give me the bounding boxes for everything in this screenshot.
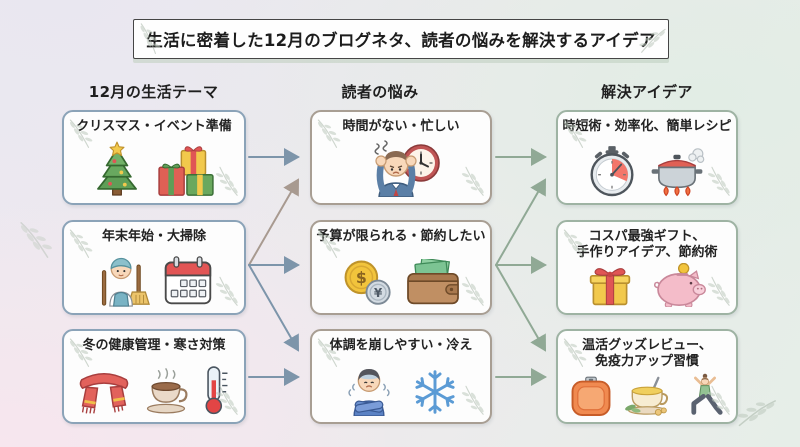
heating-pad-icon xyxy=(571,376,611,416)
box-label: 時間がない・忙しい xyxy=(342,119,460,134)
svg-text:$: $ xyxy=(356,268,367,287)
ginger-tea-icon xyxy=(625,376,669,416)
stress-lines-icon xyxy=(374,140,388,155)
box-label: コスパ最強ギフト、 手作りアイデア、節約術 xyxy=(576,229,718,261)
arrow-worry2-idea1 xyxy=(495,178,546,266)
idea-box-warming-goods: 温活グッズレビュー、 免疫力アップ習慣 xyxy=(556,329,738,424)
tea-cup-icon xyxy=(146,368,188,414)
arrow-worry2-idea3 xyxy=(495,264,546,352)
wallet-icon xyxy=(407,259,459,305)
gift-boxes-icon xyxy=(158,146,214,196)
arrow-theme2-worry1 xyxy=(248,178,299,266)
arrow-theme2-worry3 xyxy=(248,264,299,352)
stressed-person-icon xyxy=(375,151,417,197)
column-header-worries: 読者の悩み xyxy=(341,83,419,101)
stopwatch-icon xyxy=(590,146,634,197)
gift-icon xyxy=(589,268,631,306)
thermometer-icon xyxy=(205,366,228,415)
worry-box-poor-health-cold: 体調を崩しやすい・冷え xyxy=(310,329,492,424)
leaf-decoration-icon xyxy=(730,383,783,442)
yoga-person-icon xyxy=(691,373,723,415)
box-label: 体調を崩しやすい・冷え xyxy=(329,338,473,353)
box-label: 温活グッズレビュー、 免疫力アップ習慣 xyxy=(582,338,712,370)
shivering-person-icon xyxy=(348,369,390,416)
coins-icon: $ ¥ xyxy=(344,260,391,305)
worry-box-limited-budget: 予算が限られる・節約したい $ ¥ xyxy=(310,220,492,315)
snowflake-icon xyxy=(415,370,455,414)
theme-box-yearend-cleaning: 年末年始・大掃除 xyxy=(62,220,246,315)
theme-box-christmas-event-prep: クリスマス・イベント準備 xyxy=(62,110,246,205)
scarf-icon xyxy=(79,373,129,414)
piggy-bank-icon xyxy=(654,263,706,307)
box-label: 時短術・効率化、簡単レシピ xyxy=(562,119,732,134)
box-label: 冬の健康管理・寒さ対策 xyxy=(82,338,226,353)
svg-text:¥: ¥ xyxy=(374,286,383,300)
cooking-pot-icon xyxy=(651,148,705,197)
worry-box-no-time: 時間がない・忙しい xyxy=(310,110,492,205)
column-header-themes: 12月の生活テーマ xyxy=(88,83,219,101)
box-label: 予算が限られる・節約したい xyxy=(316,229,486,244)
calendar-icon xyxy=(164,256,212,305)
theme-box-winter-health: 冬の健康管理・寒さ対策 xyxy=(62,329,246,424)
idea-box-cost-effective-gifts: コスパ最強ギフト、 手作りアイデア、節約術 xyxy=(556,220,738,315)
leaf-decoration-icon xyxy=(13,212,56,266)
cleaning-person-icon xyxy=(101,257,150,307)
box-label: 年末年始・大掃除 xyxy=(101,229,206,244)
busy-scene-icon xyxy=(374,140,440,197)
box-label: クリスマス・イベント準備 xyxy=(76,119,232,134)
page-title: 生活に密着した12月のブログネタ、読者の悩みを解決するアイデア xyxy=(146,31,656,50)
title-banner: 生活に密着した12月のブログネタ、読者の悩みを解決するアイデア xyxy=(133,19,669,59)
idea-box-time-saving: 時短術・効率化、簡単レシピ xyxy=(556,110,738,205)
christmas-tree-icon xyxy=(97,141,137,196)
column-header-ideas: 解決アイデア xyxy=(601,83,693,101)
